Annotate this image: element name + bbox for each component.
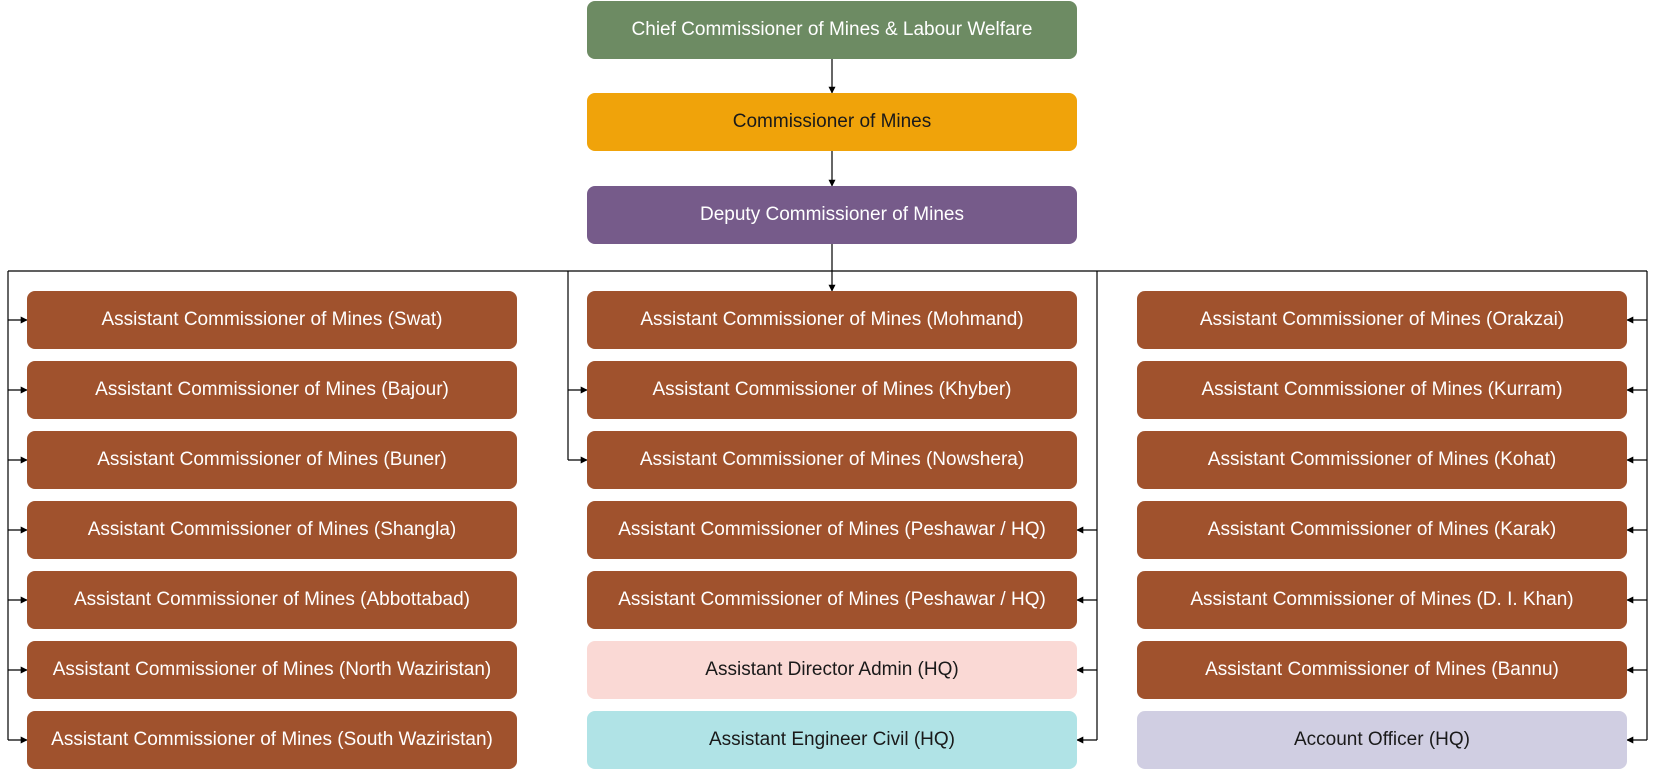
node-label: Assistant Commissioner of Mines (Karak) [1207, 519, 1557, 540]
node-left-5-assistant-commissioner-of-mines-abbottabad: Assistant Commissioner of Mines (Abbotta… [27, 571, 517, 629]
node-label: Assistant Commissioner of Mines (Bajour) [95, 379, 449, 400]
node-label: Assistant Commissioner of Mines (Peshawa… [618, 519, 1046, 540]
node-left-4-assistant-commissioner-of-mines-shangla: Assistant Commissioner of Mines (Shangla… [27, 501, 517, 559]
node-right-1-assistant-commissioner-of-mines-orakzai: Assistant Commissioner of Mines (Orakzai… [1137, 291, 1627, 349]
node-chief: Chief Commissioner of Mines & Labour Wel… [587, 1, 1077, 59]
node-label: Commissioner of Mines [732, 111, 932, 132]
node-label: Assistant Commissioner of Mines (Nowsher… [639, 449, 1025, 470]
node-label: Assistant Commissioner of Mines (D. I. K… [1190, 589, 1574, 610]
node-center-1-assistant-commissioner-of-mines-mohmand: Assistant Commissioner of Mines (Mohmand… [587, 291, 1077, 349]
node-right-4-assistant-commissioner-of-mines-karak: Assistant Commissioner of Mines (Karak) [1137, 501, 1627, 559]
node-left-6-assistant-commissioner-of-mines-north-waziristan: Assistant Commissioner of Mines (North W… [27, 641, 517, 699]
node-right-7-account-officer-hq: Account Officer (HQ) [1137, 711, 1627, 769]
node-center-2-assistant-commissioner-of-mines-khyber: Assistant Commissioner of Mines (Khyber) [587, 361, 1077, 419]
node-center-5-assistant-commissioner-of-mines-peshawar-hq: Assistant Commissioner of Mines (Peshawa… [587, 571, 1077, 629]
node-label: Assistant Commissioner of Mines (Bannu) [1205, 659, 1559, 680]
node-label: Chief Commissioner of Mines & Labour Wel… [631, 19, 1033, 40]
node-label: Assistant Commissioner of Mines (Abbotta… [74, 589, 470, 610]
node-deputy: Deputy Commissioner of Mines [587, 186, 1077, 244]
node-right-3-assistant-commissioner-of-mines-kohat: Assistant Commissioner of Mines (Kohat) [1137, 431, 1627, 489]
node-label: Assistant Engineer Civil (HQ) [708, 729, 956, 750]
node-label: Account Officer (HQ) [1294, 729, 1470, 750]
node-left-7-assistant-commissioner-of-mines-south-waziristan: Assistant Commissioner of Mines (South W… [27, 711, 517, 769]
node-center-6-assistant-director-admin-hq: Assistant Director Admin (HQ) [587, 641, 1077, 699]
node-right-5-assistant-commissioner-of-mines-d-i-khan: Assistant Commissioner of Mines (D. I. K… [1137, 571, 1627, 629]
node-label: Assistant Commissioner of Mines (Kurram) [1201, 379, 1563, 400]
node-label: Assistant Commissioner of Mines (Mohmand… [640, 309, 1024, 330]
node-center-7-assistant-engineer-civil-hq: Assistant Engineer Civil (HQ) [587, 711, 1077, 769]
node-label: Deputy Commissioner of Mines [700, 204, 964, 225]
node-center-4-assistant-commissioner-of-mines-peshawar-hq: Assistant Commissioner of Mines (Peshawa… [587, 501, 1077, 559]
node-label: Assistant Commissioner of Mines (South W… [51, 729, 493, 750]
node-label: Assistant Commissioner of Mines (Swat) [101, 309, 443, 330]
node-right-2-assistant-commissioner-of-mines-kurram: Assistant Commissioner of Mines (Kurram) [1137, 361, 1627, 419]
node-label: Assistant Director Admin (HQ) [705, 659, 959, 680]
node-left-2-assistant-commissioner-of-mines-bajour: Assistant Commissioner of Mines (Bajour) [27, 361, 517, 419]
node-label: Assistant Commissioner of Mines (North W… [52, 659, 492, 680]
node-center-3-assistant-commissioner-of-mines-nowshera: Assistant Commissioner of Mines (Nowsher… [587, 431, 1077, 489]
node-label: Assistant Commissioner of Mines (Shangla… [87, 519, 457, 540]
node-label: Assistant Commissioner of Mines (Khyber) [652, 379, 1012, 400]
node-left-3-assistant-commissioner-of-mines-buner: Assistant Commissioner of Mines (Buner) [27, 431, 517, 489]
node-label: Assistant Commissioner of Mines (Orakzai… [1199, 309, 1565, 330]
node-label: Assistant Commissioner of Mines (Kohat) [1207, 449, 1557, 470]
node-label: Assistant Commissioner of Mines (Buner) [97, 449, 447, 470]
node-label: Assistant Commissioner of Mines (Peshawa… [618, 589, 1046, 610]
node-right-6-assistant-commissioner-of-mines-bannu: Assistant Commissioner of Mines (Bannu) [1137, 641, 1627, 699]
node-left-1-assistant-commissioner-of-mines-swat: Assistant Commissioner of Mines (Swat) [27, 291, 517, 349]
node-commissioner: Commissioner of Mines [587, 93, 1077, 151]
